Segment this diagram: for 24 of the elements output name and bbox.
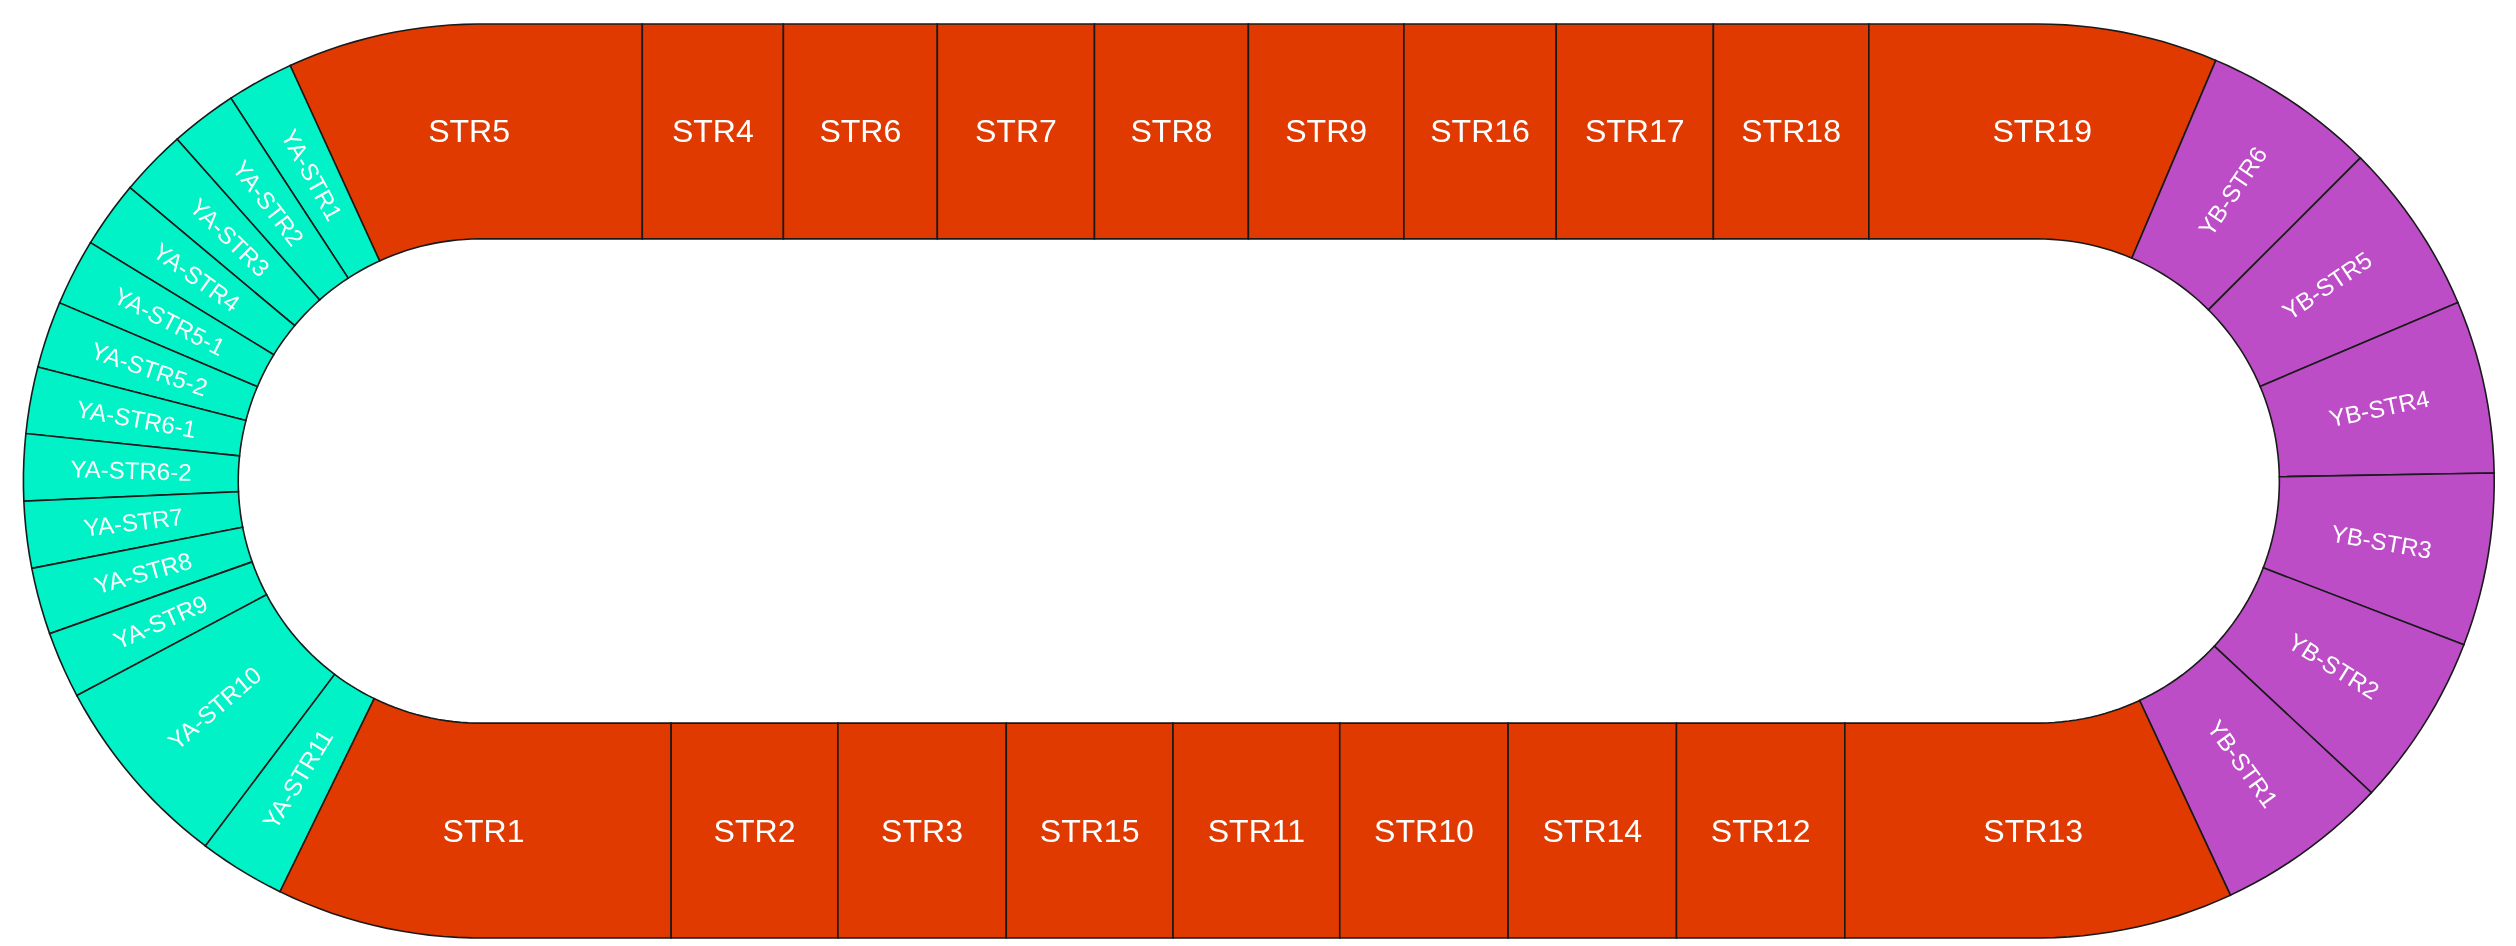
segment-label: STR12 xyxy=(1710,812,1811,849)
segment-label: STR9 xyxy=(1285,113,1368,150)
segment-label: STR4 xyxy=(671,113,754,150)
segment-label: YB-STR3 xyxy=(2329,519,2434,564)
segment-label: STR14 xyxy=(1542,812,1643,849)
segment-label: STR16 xyxy=(1430,113,1530,150)
segment-label: STR13 xyxy=(1983,812,2084,849)
segment-label: YA-STR6-1 xyxy=(74,395,199,444)
segment-label: STR15 xyxy=(1039,812,1140,849)
segment-label: STR11 xyxy=(1207,812,1306,849)
segment-label: STR18 xyxy=(1741,113,1841,150)
segment-label: STR1 xyxy=(442,812,525,849)
segment-label: STR8 xyxy=(1130,113,1213,150)
segment-label: STR10 xyxy=(1374,812,1474,849)
segment-label: YB-STR4 xyxy=(2326,384,2432,433)
segment-label: STR2 xyxy=(713,812,796,849)
segment-label: STR5 xyxy=(428,113,511,150)
segment-label: STR3 xyxy=(881,812,964,849)
segment-label: STR6 xyxy=(819,113,902,150)
segment-label: STR17 xyxy=(1584,113,1685,150)
segment-label: STR7 xyxy=(974,113,1057,150)
segment-label: YA-STR6-2 xyxy=(70,455,192,486)
segment-label: STR19 xyxy=(1992,113,2093,150)
segment-label: YA-STR7 xyxy=(82,502,185,542)
